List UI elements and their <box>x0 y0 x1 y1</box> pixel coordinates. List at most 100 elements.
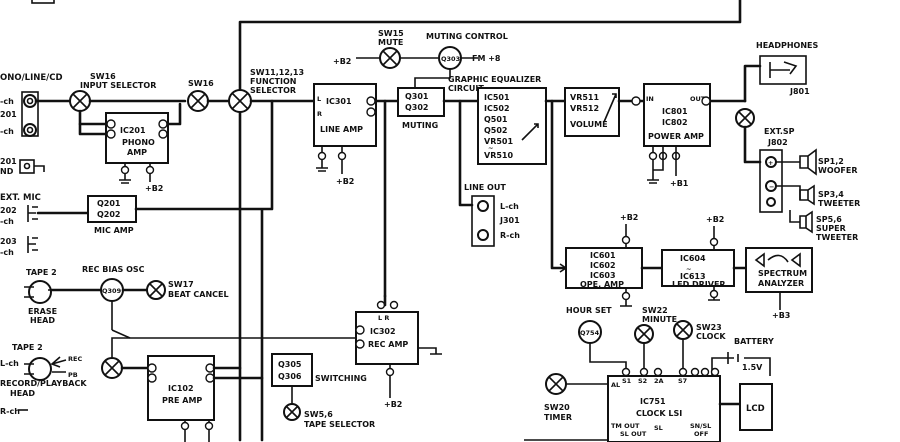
in-label: IN <box>646 95 654 103</box>
input-selector-label: INPUT SELECTOR <box>80 81 156 90</box>
head-label: HEAD <box>30 316 55 325</box>
rec-bias-osc-label: REC BIAS OSC <box>82 265 145 274</box>
ic751-pin-60 <box>710 367 720 377</box>
j802-label: J802 <box>767 138 788 147</box>
osc-rec-wire <box>111 301 131 339</box>
muting-control-out <box>414 69 451 88</box>
ic604-label: IC604 <box>680 254 706 263</box>
j802-terminal <box>759 149 783 213</box>
j301-label: J301 <box>499 216 520 225</box>
speaker-leads <box>776 161 801 200</box>
ic751-clock-lsi <box>607 375 721 442</box>
tape2-label-b: TAPE 2 <box>12 343 43 352</box>
pre-amp-label: PRE AMP <box>162 396 202 405</box>
ic603-label: IC603 <box>590 271 616 280</box>
jack-rch <box>23 123 37 137</box>
spectrum-led-symbols <box>754 252 801 268</box>
sw23-label: SW23 <box>696 323 722 332</box>
ge-ic502: IC502 <box>484 104 510 113</box>
amp-label: AMP <box>127 148 147 157</box>
super-tweeter-label: TWEETER <box>816 233 858 242</box>
function-label: FUNCTION <box>250 77 296 86</box>
ic302-pin-8 <box>389 300 399 310</box>
sw22-cross <box>637 327 651 341</box>
sw56-label: SW5,6 <box>304 410 333 419</box>
b2-ic604-label: +B2 <box>706 215 724 224</box>
q301-label: Q301 <box>405 92 429 101</box>
off-label: OFF <box>694 430 708 438</box>
ic802-label: IC802 <box>662 118 688 127</box>
sp5-6-super-tweeter <box>789 210 813 234</box>
ic301-pin-3 <box>366 96 376 106</box>
sw15-cross <box>382 50 398 66</box>
clipped-label-box <box>31 0 55 4</box>
b3-label: +B3 <box>772 311 790 320</box>
rec-pb-switch-cross <box>104 360 120 376</box>
ge-tilde: ~ <box>488 144 493 152</box>
ic801-pin-8 <box>648 151 658 161</box>
ic201-pin-3 <box>158 119 168 129</box>
erase-label: ERASE <box>28 307 57 316</box>
q302-label: Q302 <box>405 103 429 112</box>
rec-pb-head-label: HEAD <box>10 389 35 398</box>
ic601-label: IC601 <box>590 251 616 260</box>
ge-variable-symbol <box>521 123 539 141</box>
speaker-switch-cross <box>738 111 752 125</box>
tm-out-label: TM OUT <box>611 422 640 430</box>
volume-label: VOLUME <box>570 120 608 129</box>
ge-label-b: CIRCUIT <box>448 84 484 93</box>
headphone-symbol <box>769 61 798 78</box>
sw16-cross <box>72 93 88 109</box>
ic751-pin-58 <box>700 367 710 377</box>
battery-voltage-label: 1.5V <box>742 363 763 372</box>
lcd-display <box>739 383 773 431</box>
q306-label: Q306 <box>278 372 302 381</box>
al-label: AL <box>611 381 620 389</box>
b2-ic601-label: +B2 <box>620 213 638 222</box>
q201-mic-amp <box>87 195 137 223</box>
ic604-pin-5 <box>709 289 719 299</box>
q309-label: Q309 <box>102 287 122 295</box>
gnd-wire <box>34 165 45 172</box>
ic604-tilde: ~ <box>686 265 691 273</box>
q202-label: Q202 <box>97 210 121 219</box>
ic801-power-amp <box>643 83 711 147</box>
switching-label: SWITCHING <box>315 374 367 383</box>
b1-label: +B1 <box>670 179 689 188</box>
mic-jack-202 <box>27 205 38 222</box>
ic301-pin-8 <box>337 151 347 161</box>
line-out-wire <box>458 99 474 207</box>
minute-label: MINUTE <box>642 315 677 324</box>
volume-pin-4 <box>631 96 641 106</box>
rec-pb-arrows <box>51 359 67 373</box>
ge-vr501: VR501 <box>484 137 513 146</box>
ge-label-a: GRAPHIC EQUALIZER <box>448 75 541 84</box>
spectrum-label: SPECTRUM <box>758 269 807 278</box>
gnd-label: ND <box>0 167 14 176</box>
ic201-pin-2 <box>106 129 116 139</box>
ic751-pin-41 <box>690 367 700 377</box>
ic801-pin3-wire <box>653 146 664 171</box>
line-out-lch-jack <box>477 200 489 212</box>
j201-gnd-label: 201 <box>0 157 17 166</box>
lch-tape-label: L-ch <box>0 359 19 368</box>
led-driver-label: LED DRIVER <box>672 280 726 289</box>
hour-set-label: HOUR SET <box>566 306 612 315</box>
q754-label: Q754 <box>580 329 600 337</box>
volume-variable-symbol <box>603 93 617 123</box>
sw15-label: SW15 <box>378 29 404 38</box>
out-label: OUT <box>690 95 706 103</box>
j202-label: 202 <box>0 206 17 215</box>
analyzer-label: ANALYZER <box>758 279 804 288</box>
rch-label: -ch <box>0 127 14 136</box>
ic301-pin-4 <box>317 151 327 161</box>
ge-q502: Q502 <box>484 126 508 135</box>
muting-control-label: MUTING CONTROL <box>426 32 508 41</box>
phono-label: PHONO <box>122 138 155 147</box>
beat-cancel-label: BEAT CANCEL <box>168 290 229 299</box>
selector-label: SELECTOR <box>250 86 296 95</box>
tape2-label-a: TAPE 2 <box>26 268 57 277</box>
sp-plus: + <box>768 159 773 167</box>
rec-label: REC <box>68 355 82 363</box>
